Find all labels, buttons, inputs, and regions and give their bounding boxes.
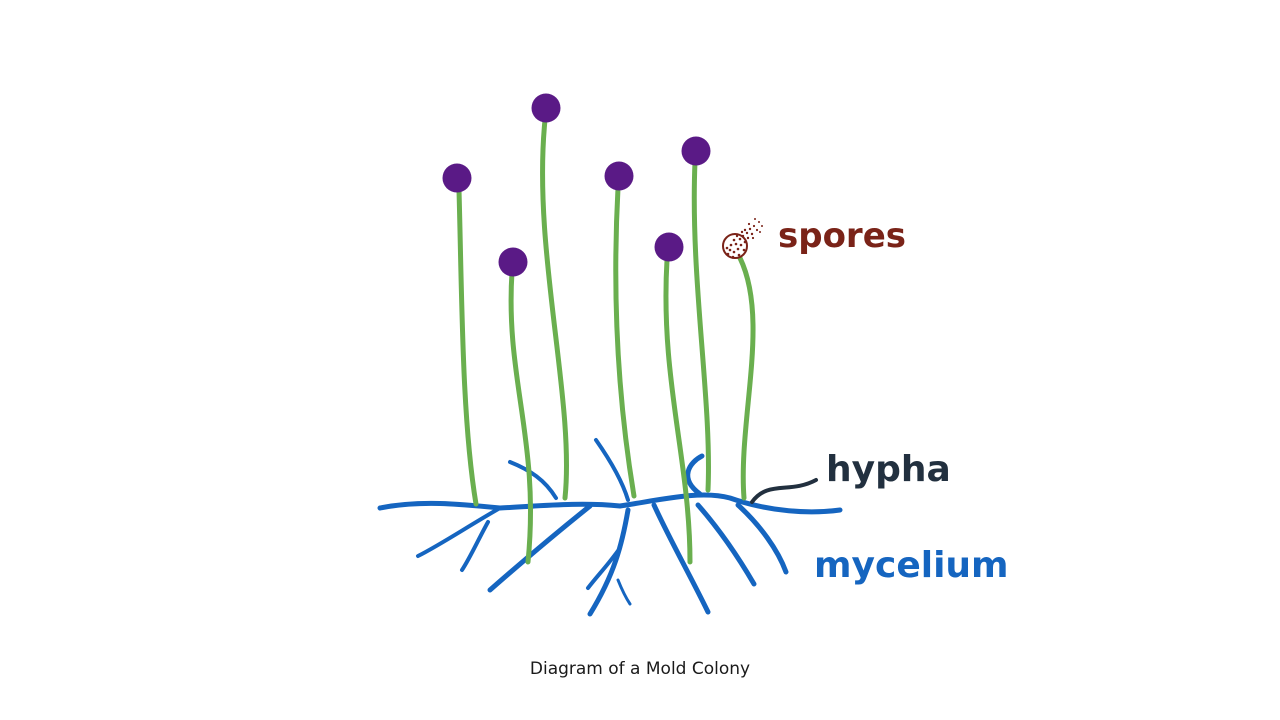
sporangia <box>442 93 711 277</box>
mycelium-network <box>377 438 843 617</box>
diagram-caption: Diagram of a Mold Colony <box>529 659 751 679</box>
stalk <box>613 185 637 499</box>
stalk <box>663 257 693 565</box>
mycelium-branch <box>487 503 593 593</box>
stalk <box>691 159 711 493</box>
stalk <box>737 255 756 501</box>
sporangium <box>604 161 634 191</box>
mycelium-branch <box>416 506 502 558</box>
mycelium-branch <box>460 520 490 572</box>
hypha-pointer-line <box>750 478 818 504</box>
sporangium <box>681 136 711 166</box>
mycelium-branch <box>651 502 711 615</box>
mycelium-main-branch <box>377 492 843 515</box>
spores-cloud <box>725 218 763 259</box>
stalk <box>540 117 570 501</box>
mycelium-branch <box>508 460 558 500</box>
mycelium-branch <box>735 502 789 575</box>
sporangium <box>531 93 561 123</box>
stalks <box>456 117 756 565</box>
mycelium-branch <box>616 578 632 606</box>
bursting-sporangium <box>722 218 763 259</box>
mycelium-branch <box>685 453 705 497</box>
sporangium <box>442 163 472 193</box>
stalk <box>456 187 479 507</box>
mycelium-branch <box>587 507 631 617</box>
mycelium-branch <box>586 546 622 590</box>
hypha-label: hypha <box>826 449 951 490</box>
stalk <box>508 269 533 565</box>
mycelium-branch <box>695 502 757 587</box>
mycelium-branch <box>594 438 630 502</box>
spores-label: spores <box>778 216 906 256</box>
sporangium <box>498 247 528 277</box>
sporangium <box>654 232 684 262</box>
mycelium-label: mycelium <box>814 545 1009 586</box>
